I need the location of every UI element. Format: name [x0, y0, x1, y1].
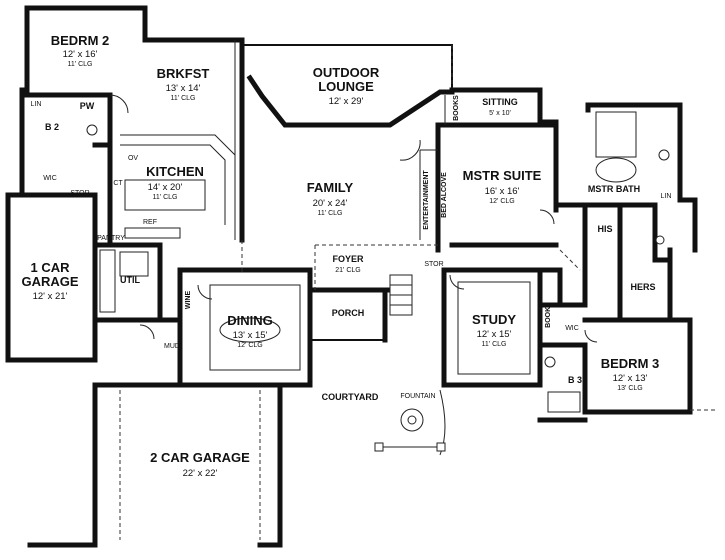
label-study: STUDY — [472, 312, 516, 327]
dim-brkfst: 13' x 14' — [166, 83, 201, 94]
dim-garage1: 12' x 21' — [33, 291, 68, 302]
dim-mstr-suite: 16' x 16' — [485, 186, 520, 197]
dim-kitchen: 14' x 20' — [148, 182, 183, 193]
label-garage2: 2 CAR GARAGE — [150, 450, 250, 465]
vertical-labels: BOOKS BED ALCOVE ENTERTAINMENT BOOKS — [423, 95, 552, 328]
label-ref: REF — [143, 219, 157, 226]
clg-kitchen: 11' CLG — [153, 194, 178, 201]
interior-lines — [86, 40, 670, 456]
label-ov: OV — [128, 155, 138, 162]
label-kitchen: KITCHEN — [146, 164, 204, 179]
dim-sitting: 5' x 10' — [489, 110, 511, 117]
walls — [5, 5, 715, 548]
label-his: HIS — [597, 224, 612, 234]
label-mud: MUD — [164, 343, 180, 350]
label-bed-alcove: BED ALCOVE — [441, 172, 448, 218]
label-stor: STOR — [70, 190, 89, 197]
label-ct: CT — [113, 180, 123, 187]
clg-family: 11' CLG — [318, 210, 343, 217]
label-bedrm3: BEDRM 3 — [601, 356, 660, 371]
label-porch: PORCH — [332, 308, 365, 318]
small-labels: PW LIN B 2 WIC STOR CT OV REF PANTRY WIN… — [31, 101, 672, 402]
label-util: UTIL — [120, 275, 140, 285]
dim-foyer: 21' CLG — [335, 267, 360, 274]
label-garage1-b: GARAGE — [21, 274, 78, 289]
dim-family: 20' x 24' — [313, 198, 348, 209]
dim-dining: 13' x 15' — [233, 330, 268, 341]
dim-bedrm2: 12' x 16' — [63, 49, 98, 60]
label-lounge: LOUNGE — [318, 79, 374, 94]
label-pw: PW — [80, 101, 95, 111]
label-dining: DINING — [227, 313, 273, 328]
doors — [109, 94, 598, 343]
label-fountain: FOUNTAIN — [400, 393, 435, 400]
label-hers: HERS — [630, 282, 655, 292]
label-b3: B 3 — [568, 375, 582, 385]
dim-study: 12' x 15' — [477, 329, 512, 340]
label-courtyard: COURTYARD — [322, 392, 379, 402]
label-lin2: LIN — [661, 193, 672, 200]
label-outdoor: OUTDOOR — [313, 65, 380, 80]
dim-outdoor: 12' x 29' — [329, 96, 364, 107]
clg-bedrm2: 11' CLG — [68, 61, 93, 68]
label-books1: BOOKS — [453, 95, 460, 121]
label-wine: WINE — [185, 291, 192, 310]
clg-dining: 12' CLG — [237, 342, 262, 349]
label-brkfst: BRKFST — [157, 66, 210, 81]
label-entertainment: ENTERTAINMENT — [423, 170, 430, 230]
label-mstr-suite: MSTR SUITE — [463, 168, 542, 183]
label-pantry: PANTRY — [97, 235, 125, 242]
label-books2: BOOKS — [545, 302, 552, 328]
label-b2: B 2 — [45, 122, 59, 132]
label-stor2: STOR — [424, 261, 443, 268]
room-labels: BEDRM 2 12' x 16' 11' CLG BRKFST 13' x 1… — [21, 33, 659, 479]
label-bedrm2: BEDRM 2 — [51, 33, 110, 48]
label-family: FAMILY — [307, 180, 354, 195]
dim-bedrm3: 12' x 13' — [613, 373, 648, 384]
label-mstr-bath: MSTR BATH — [588, 184, 640, 194]
label-wic: WIC — [43, 175, 57, 182]
clg-bedrm3: 13' CLG — [617, 385, 642, 392]
dim-garage2: 22' x 22' — [183, 468, 218, 479]
clg-brkfst: 11' CLG — [171, 95, 196, 102]
label-lin: LIN — [31, 101, 42, 108]
clg-mstr-suite: 12' CLG — [489, 198, 514, 205]
label-garage1-a: 1 CAR — [30, 260, 70, 275]
clg-study: 11' CLG — [482, 341, 507, 348]
label-wic2: WIC — [565, 325, 579, 332]
label-foyer: FOYER — [332, 254, 364, 264]
label-sitting: SITTING — [482, 97, 518, 107]
